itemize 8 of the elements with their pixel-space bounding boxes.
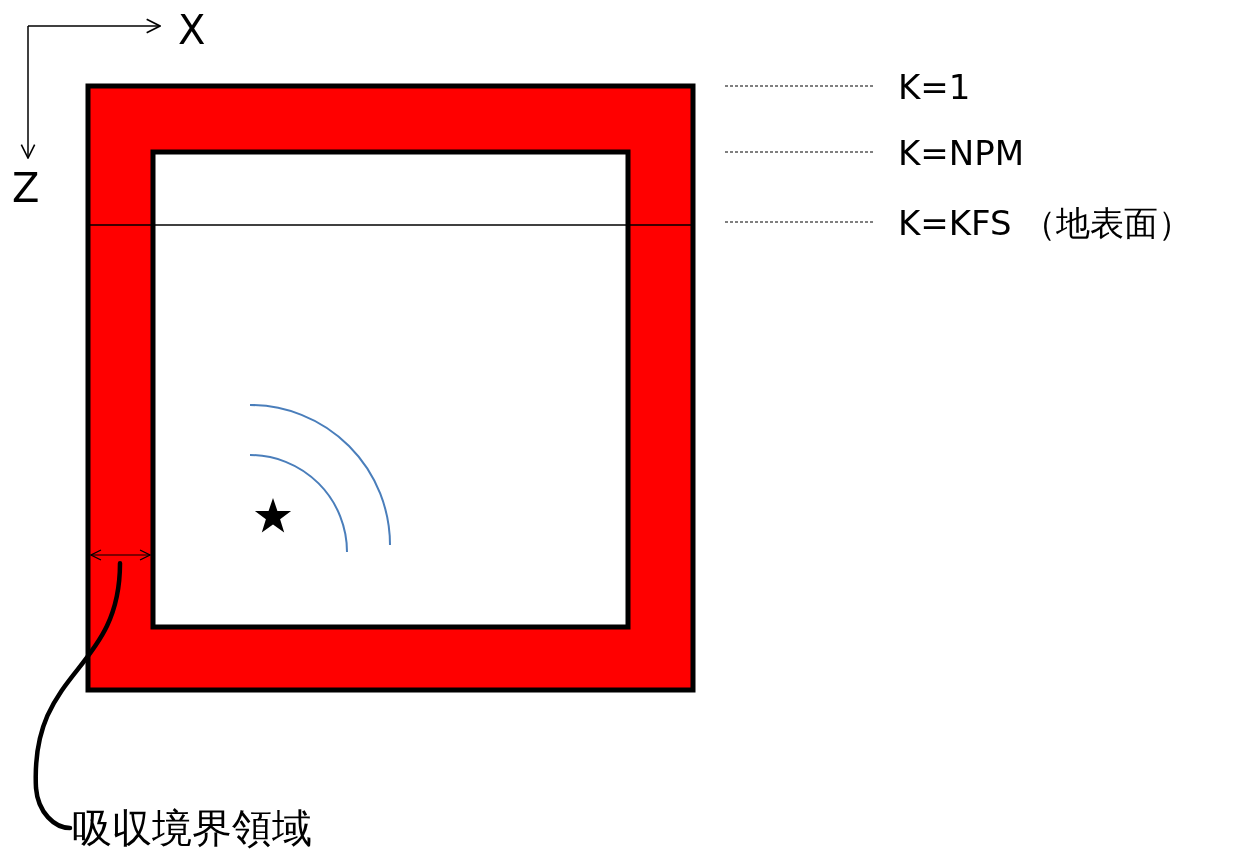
axis-label: X bbox=[178, 10, 206, 50]
axis-label: Z bbox=[12, 168, 40, 208]
absorbing-boundary-frame bbox=[85, 83, 696, 693]
level-label: K=NPM bbox=[898, 136, 1025, 170]
level-label: K=KFS （地表面） bbox=[898, 206, 1193, 240]
region-label: 吸収境界領域 bbox=[72, 808, 312, 848]
leader-line bbox=[33, 560, 123, 831]
level-label: K=1 bbox=[898, 70, 971, 104]
